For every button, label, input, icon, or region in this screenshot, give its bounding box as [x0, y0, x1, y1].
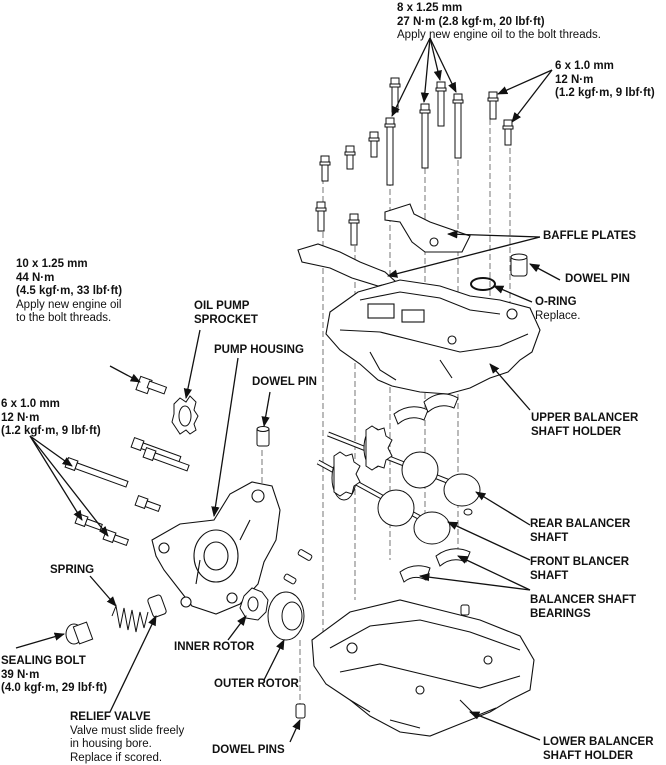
outer-rotor-text: OUTER ROTOR	[214, 678, 299, 692]
short-bolt-5	[320, 156, 330, 181]
dowel-pin-right	[511, 254, 527, 276]
sealing-bolt-torque-alt: (4.0 kgf·m, 29 lbf·ft)	[1, 682, 107, 696]
dowel-pin-pump	[257, 427, 269, 447]
sealing-bolt-name: SEALING BOLT	[1, 655, 107, 669]
baffle-plates-text: BAFFLE PLATES	[543, 230, 636, 244]
bolt-4	[436, 82, 446, 126]
upper-balancer-shaft-holder	[326, 280, 540, 394]
label-o-ring: O-RING Replace.	[535, 296, 580, 323]
label-front-shaft: FRONT BLANCER SHAFT	[530, 556, 629, 583]
spring	[112, 606, 148, 632]
bolt-6x10-top-spec: 6 x 1.0 mm	[555, 60, 655, 74]
inner-rotor-text: INNER ROTOR	[174, 641, 254, 655]
label-sealing-bolt: SEALING BOLT 39 N·m (4.0 kgf·m, 29 lbf·f…	[1, 655, 107, 696]
label-dowel-pin-right: DOWEL PIN	[565, 273, 630, 287]
bolt-6x10-left-torque-alt: (1.2 kgf·m, 9 lbf·ft)	[1, 425, 101, 439]
bolt-10x125-torque-alt: (4.5 kgf·m, 33 lbf·ft)	[16, 285, 122, 299]
lower-holder-line2: SHAFT HOLDER	[543, 750, 654, 764]
front-shaft-line1: FRONT BLANCER	[530, 556, 629, 570]
pump-housing-text: PUMP HOUSING	[214, 344, 304, 358]
relief-valve-note1: Valve must slide freely	[70, 725, 184, 739]
label-dowel-pins: DOWEL PINS	[212, 744, 285, 758]
o-ring	[471, 278, 495, 290]
long-bolt-1	[385, 118, 395, 185]
sealing-bolt	[66, 622, 93, 644]
label-rear-shaft: REAR BALANCER SHAFT	[530, 518, 630, 545]
label-lower-holder: LOWER BALANCER SHAFT HOLDER	[543, 736, 654, 763]
label-dowel-pin-left: DOWEL PIN	[252, 376, 317, 390]
label-upper-holder: UPPER BALANCER SHAFT HOLDER	[531, 412, 638, 439]
o-ring-note: Replace.	[535, 310, 580, 324]
label-relief-valve: RELIEF VALVE Valve must slide freely in …	[70, 711, 184, 765]
bearings-line1: BALANCER SHAFT	[530, 594, 636, 608]
bolt-10x125-note1: Apply new engine oil	[16, 299, 122, 313]
label-spring: SPRING	[50, 564, 94, 578]
label-oil-pump-sprocket: OIL PUMP SPROCKET	[194, 300, 258, 327]
bolt-8x125-torque: 27 N·m (2.8 kgf·m, 20 lbf·ft)	[397, 16, 601, 30]
upper-holder-line1: UPPER BALANCER	[531, 412, 638, 426]
baffle-bolt-1	[316, 202, 326, 231]
baffle-bolt-2	[349, 214, 359, 245]
lower-holder-line1: LOWER BALANCER	[543, 736, 654, 750]
bolt-8x125-note: Apply new engine oil to the bolt threads…	[397, 29, 601, 43]
spring-text: SPRING	[50, 564, 94, 578]
bolt-8x125-spec: 8 x 1.25 mm	[397, 2, 601, 16]
lower-balancer-shaft-holder	[312, 600, 534, 736]
sprocket-bolt	[136, 376, 167, 393]
oil-pump-sprocket	[172, 396, 198, 434]
outer-rotor	[268, 592, 304, 640]
dowel-pin-left-text: DOWEL PIN	[252, 376, 317, 390]
long-bolt-3	[453, 94, 463, 158]
label-bolt-10x125: 10 x 1.25 mm 44 N·m (4.5 kgf·m, 33 lbf·f…	[16, 258, 122, 326]
dowel-pin-right-text: DOWEL PIN	[565, 273, 630, 287]
dowel-pins-text: DOWEL PINS	[212, 744, 285, 758]
front-shaft-line2: SHAFT	[530, 570, 629, 584]
bolt-6x10-left-torque: 12 N·m	[1, 412, 101, 426]
label-bolt-8x125: 8 x 1.25 mm 27 N·m (2.8 kgf·m, 20 lbf·ft…	[397, 2, 601, 43]
short-bolt-4	[345, 146, 355, 169]
rear-shaft-line2: SHAFT	[530, 532, 630, 546]
oil-pump-sprocket-line1: OIL PUMP	[194, 300, 258, 314]
sealing-bolt-torque: 39 N·m	[1, 669, 107, 683]
relief-valve-note3: Replace if scored.	[70, 752, 184, 765]
upper-holder-line2: SHAFT HOLDER	[531, 426, 638, 440]
o-ring-name: O-RING	[535, 296, 580, 310]
bolt-10x125-spec: 10 x 1.25 mm	[16, 258, 122, 272]
relief-valve-note2: in housing bore.	[70, 738, 184, 752]
oil-pump-sprocket-line2: SPROCKET	[194, 314, 258, 328]
short-bolt-1	[488, 92, 498, 119]
label-outer-rotor: OUTER ROTOR	[214, 678, 299, 692]
bolt-6x10-top-torque: 12 N·m	[555, 74, 655, 88]
bolt-10x125-note2: to the bolt threads.	[16, 312, 122, 326]
bearings-lower	[400, 549, 470, 582]
rear-shaft-line1: REAR BALANCER	[530, 518, 630, 532]
pump-small-pins	[283, 549, 312, 585]
label-bearings: BALANCER SHAFT BEARINGS	[530, 594, 636, 621]
long-bolt-2	[420, 104, 430, 168]
short-bolt-3	[369, 132, 379, 157]
relief-valve	[147, 594, 167, 618]
bolt-6x10-top-torque-alt: (1.2 kgf·m, 9 lbf·ft)	[555, 87, 655, 101]
label-bolt-6x10-left: 6 x 1.0 mm 12 N·m (1.2 kgf·m, 9 lbf·ft)	[1, 398, 101, 439]
relief-valve-name: RELIEF VALVE	[70, 711, 184, 725]
bolt-10x125-torque: 44 N·m	[16, 272, 122, 286]
bearings-line2: BEARINGS	[530, 608, 636, 622]
bolt-6x10-left-spec: 6 x 1.0 mm	[1, 398, 101, 412]
label-bolt-6x10-top: 6 x 1.0 mm 12 N·m (1.2 kgf·m, 9 lbf·ft)	[555, 60, 655, 101]
label-baffle-plates: BAFFLE PLATES	[543, 230, 636, 244]
short-bolt-2	[503, 120, 513, 145]
bolt-5	[390, 78, 400, 112]
label-pump-housing: PUMP HOUSING	[214, 344, 304, 358]
bearings-upper	[394, 394, 458, 424]
label-inner-rotor: INNER ROTOR	[174, 641, 254, 655]
